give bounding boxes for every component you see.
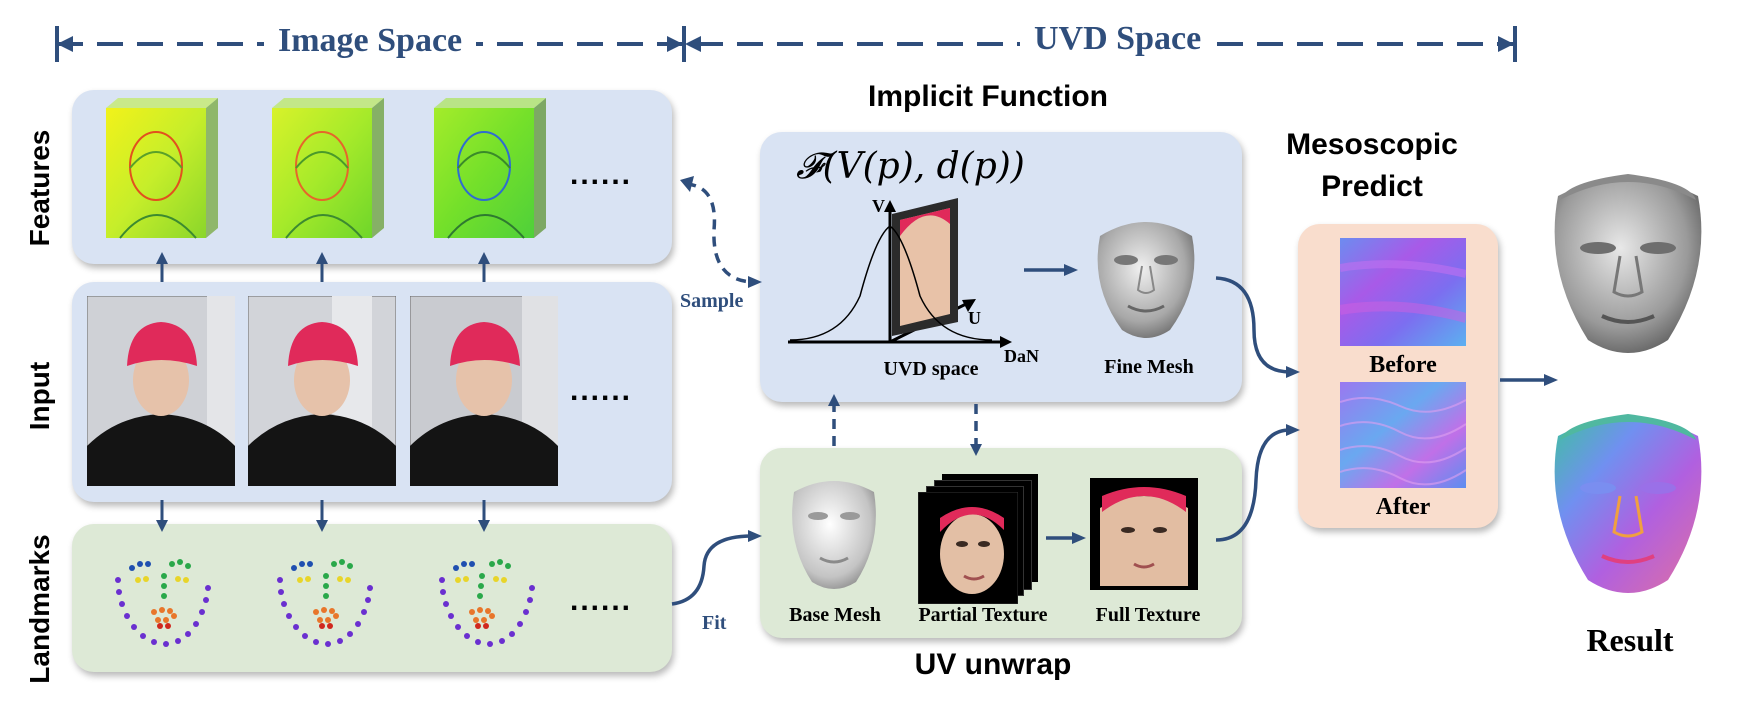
- mesoscopic-title-line2: Predict: [1321, 170, 1423, 203]
- input-photo-3: [410, 296, 558, 486]
- landmark-plot-2: [277, 559, 373, 647]
- before-caption: Before: [1369, 352, 1437, 378]
- partial-texture-image: [918, 492, 1018, 604]
- uv-unwrap-title: UV unwrap: [914, 648, 1072, 681]
- uvd-space-label: UVD Space: [1020, 20, 1216, 58]
- uvd-plot: [788, 198, 1012, 348]
- base-mesh-caption: Base Mesh: [789, 604, 881, 626]
- after-caption: After: [1375, 494, 1431, 520]
- result-gray-mesh: [1554, 174, 1702, 353]
- result-normal-mesh: [1554, 414, 1702, 593]
- sample-label: Sample: [680, 290, 744, 312]
- feature-map-1: [106, 98, 218, 239]
- full-texture-image: [1090, 478, 1198, 590]
- landmark-plot-1: [115, 559, 211, 647]
- result-label: Result: [1586, 622, 1674, 658]
- input-photo-2: [248, 296, 396, 486]
- landmarks-ellipsis: ......: [570, 584, 633, 617]
- implicit-formula: 𝓕(V(p), d(p)): [796, 146, 1025, 187]
- implicit-function-title: Implicit Function: [868, 80, 1108, 113]
- fine-mesh-caption: Fine Mesh: [1104, 356, 1194, 378]
- input-photo-1: [87, 296, 235, 486]
- mesoscopic-title-line1: Mesoscopic: [1286, 128, 1458, 161]
- partial-texture-caption: Partial Texture: [918, 604, 1048, 626]
- fine-mesh-image: [1097, 222, 1195, 338]
- feature-map-3: [434, 98, 546, 239]
- features-ellipsis: ......: [570, 158, 633, 191]
- landmarks-panel: [72, 524, 672, 672]
- uvd-space-caption: UVD space: [883, 358, 979, 380]
- row-arrows: [156, 252, 490, 532]
- landmark-plot-3: [439, 559, 535, 647]
- base-mesh-image: [792, 481, 876, 589]
- axis-v-label: V: [872, 196, 885, 216]
- axis-dan-label: DaN: [1004, 346, 1039, 366]
- image-space-label: Image Space: [264, 22, 477, 60]
- normal-map-after: [1340, 382, 1466, 488]
- normal-map-before: [1340, 238, 1466, 346]
- axis-u-label: U: [968, 308, 981, 328]
- input-ellipsis: ......: [570, 374, 633, 407]
- feature-map-2: [272, 98, 384, 239]
- fit-label: Fit: [702, 612, 727, 634]
- full-texture-caption: Full Texture: [1095, 604, 1201, 626]
